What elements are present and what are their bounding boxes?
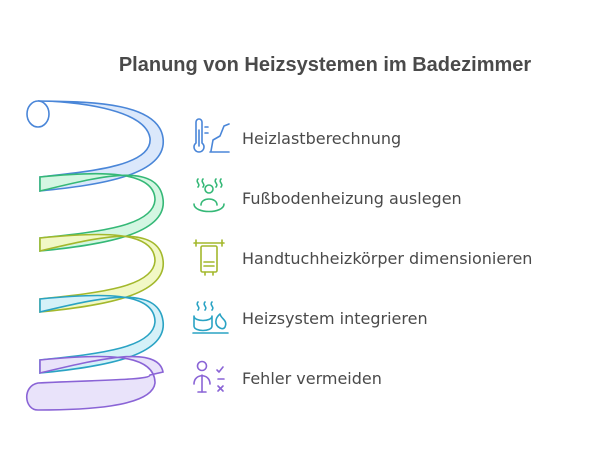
page-title: Planung von Heizsystemen im Badezimmer [119, 54, 532, 76]
icon-thermometer-chart: Heizlastberechnung [193, 118, 401, 153]
thermometer-chart-icon [193, 118, 230, 153]
heating-system-icon [192, 301, 229, 334]
icon-towel-radiator: Handtuchheizkörper dimensionieren [193, 239, 532, 276]
icon-heating-system: Heizsystem integrieren [192, 301, 428, 334]
item-label-2: Fußbodenheizung auslegen [242, 189, 462, 208]
item-label-3: Handtuchheizkörper dimensionieren [242, 249, 532, 268]
item-label-4: Heizsystem integrieren [242, 309, 428, 328]
person-checklist-icon [193, 360, 225, 393]
item-label-1: Heizlastberechnung [242, 129, 401, 148]
spiral-coil [25, 100, 164, 411]
towel-radiator-icon [193, 239, 225, 276]
icon-floor-heating: Fußbodenheizung auslegen [193, 178, 462, 213]
floor-heating-person-icon [193, 178, 225, 213]
coil-segment-5 [25, 355, 164, 411]
item-label-5: Fehler vermeiden [242, 369, 382, 388]
icon-person-checklist: Fehler vermeiden [193, 360, 382, 393]
